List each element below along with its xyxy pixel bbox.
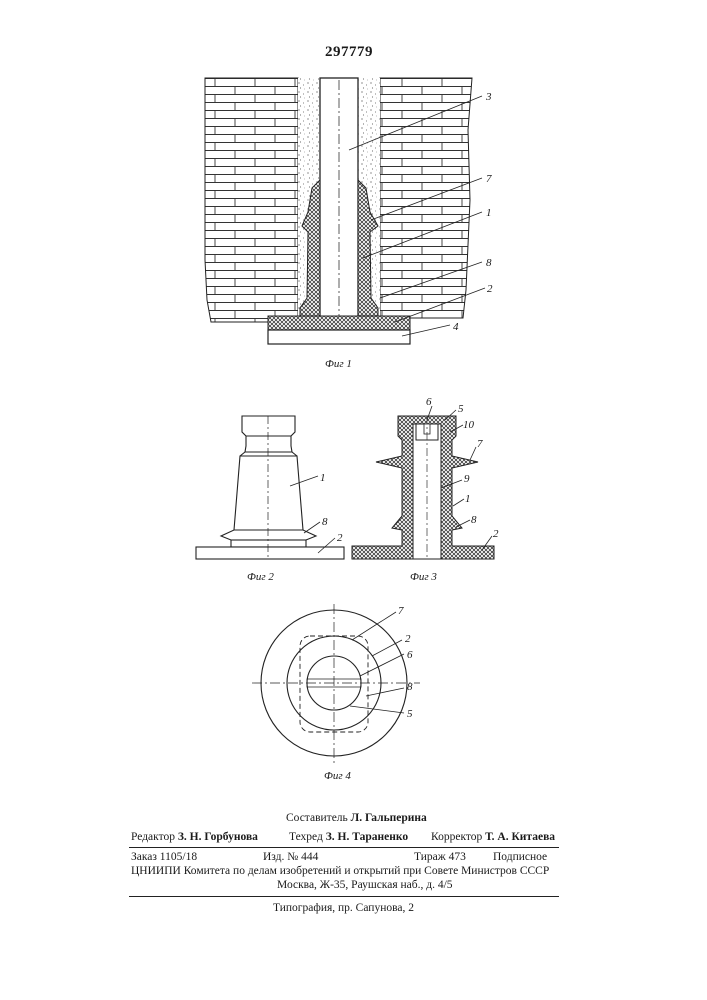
fig3-callout-7: 7 [477, 438, 483, 450]
fig2-callout-1: 1 [320, 472, 326, 484]
editor-name: З. Н. Горбунова [178, 831, 258, 843]
fig1-caption: Фиг 1 [325, 358, 352, 370]
fig2-neck [231, 540, 306, 547]
fig3-callout-5: 5 [458, 403, 464, 415]
brick-wall-left [205, 78, 298, 322]
figure-2 [196, 416, 344, 559]
fig3-callout-9: 9 [464, 473, 470, 485]
edition-number: Изд. № 444 [263, 852, 318, 864]
fig4-callout-5: 5 [407, 708, 413, 720]
order-number: Заказ 1105/18 [131, 852, 197, 864]
fig2-body [234, 456, 303, 530]
imprint-rule-top [129, 847, 559, 848]
compiler-name: Л. Гальперина [351, 812, 427, 824]
fig3-callout-2: 2 [493, 528, 499, 540]
imprint-rule-bottom [129, 896, 559, 897]
fig3-callout-1: 1 [465, 493, 471, 505]
editor-credit: Редактор З. Н. Горбунова [131, 832, 258, 844]
subscription: Подписное [493, 852, 547, 864]
fig3-callout-10: 10 [463, 419, 475, 431]
corrector-label: Корректор [431, 831, 482, 843]
organization-line: ЦНИИПИ Комитета по делам изобретений и о… [131, 866, 549, 878]
support-plate [268, 330, 410, 344]
fig3-callout-8: 8 [471, 514, 477, 526]
fig1-callout-8: 8 [486, 257, 492, 269]
editor-label: Редактор [131, 831, 175, 843]
fig1-callout-3: 3 [485, 91, 492, 103]
compiler-line: Составитель Л. Гальперина [286, 813, 427, 825]
fig3-caption: Фиг 3 [410, 571, 437, 583]
base-plate [268, 316, 410, 330]
fig2-base [196, 547, 344, 559]
compiler-label: Составитель [286, 812, 348, 824]
fig2-callout-8: 8 [322, 516, 328, 528]
fig1-callout-2: 2 [487, 283, 493, 295]
figure-1: 3 7 1 8 2 4 Фиг 1 [205, 78, 493, 370]
techred-label: Техред [289, 831, 323, 843]
fig2-cap-top [242, 416, 295, 452]
fig4-caption: Фиг 4 [324, 770, 351, 782]
corrector-credit: Корректор Т. А. Китаева [431, 832, 555, 844]
fig4-callout-7: 7 [398, 605, 404, 617]
fig1-callout-4: 4 [453, 321, 459, 333]
fig2-lower-flange [221, 530, 316, 540]
techred-credit: Техред З. Н. Тараненко [289, 832, 408, 844]
techred-name: З. Н. Тараненко [326, 831, 408, 843]
figure-4 [252, 604, 420, 765]
circulation: Тираж 473 [414, 852, 466, 864]
printing-house: Типография, пр. Сапунова, 2 [273, 903, 414, 915]
fig1-callout-7: 7 [486, 173, 492, 185]
address-line: Москва, Ж-35, Раушская наб., д. 4/5 [277, 880, 453, 892]
fig2-caption: Фиг 2 [247, 571, 274, 583]
fig3-callout-6: 6 [426, 396, 432, 408]
fig4-callout-6: 6 [407, 649, 413, 661]
fig1-callout-1: 1 [486, 207, 492, 219]
fig2-callout-2: 2 [337, 532, 343, 544]
fig4-callout-2: 2 [405, 633, 411, 645]
fig4-callout-8: 8 [407, 681, 413, 693]
corrector-name: Т. А. Китаева [485, 831, 555, 843]
